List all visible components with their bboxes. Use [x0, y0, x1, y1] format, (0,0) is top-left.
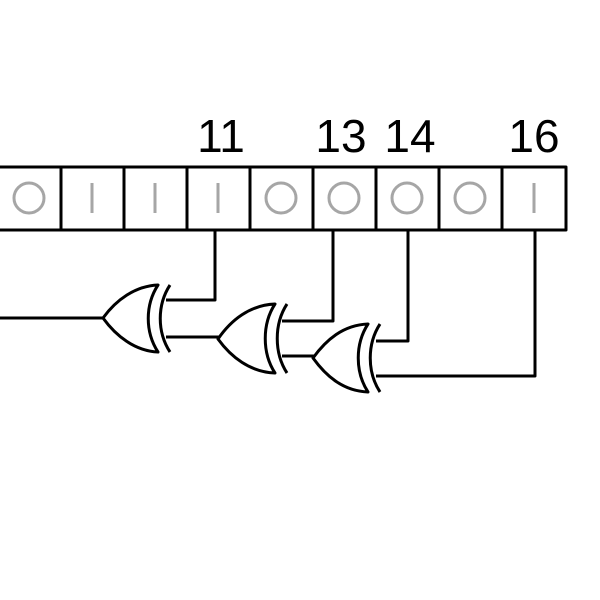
- tap-wire-13: [282, 230, 335, 323]
- tap-label-13: 13: [315, 110, 366, 162]
- shift-register: [0, 165, 568, 232]
- bit-zero-glyph: [264, 181, 298, 215]
- register-cell: [0, 165, 63, 232]
- xor-gate-body: [101, 283, 160, 354]
- xor-gate-2: [216, 302, 289, 375]
- bit-zero-glyph: [390, 181, 424, 215]
- tap-label-16: 16: [508, 110, 559, 162]
- bit-zero-glyph: [453, 181, 487, 215]
- xor-gate-back-arc: [368, 323, 382, 393]
- tap-label-14: 14: [384, 110, 435, 162]
- xor-gate-3: [311, 322, 382, 394]
- xor-gate-back-arc: [158, 284, 172, 353]
- tap-label-11: 11: [197, 110, 245, 162]
- register-bits: [12, 181, 536, 215]
- register-cell: [374, 165, 441, 232]
- bit-zero-glyph: [12, 181, 46, 215]
- register-cell: [59, 165, 126, 232]
- register-cell: [437, 165, 504, 232]
- xor-gate-1: [101, 283, 172, 354]
- tap-wire-14: [376, 230, 410, 343]
- xor-gate-body: [311, 322, 370, 394]
- tap-wires: [166, 230, 537, 378]
- bit-zero-glyph: [327, 181, 361, 215]
- register-cell: [311, 165, 378, 232]
- xor-gate-back-arc: [275, 303, 289, 374]
- xor-gate-body: [216, 302, 277, 375]
- register-cell: [248, 165, 315, 232]
- tap-wire-16: [376, 230, 537, 378]
- tap-wire-11: [166, 230, 217, 302]
